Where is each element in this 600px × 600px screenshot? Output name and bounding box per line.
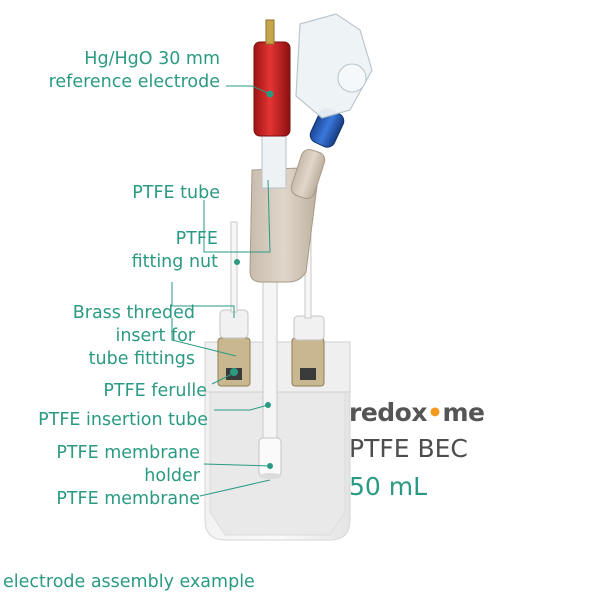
leader-brass-insert bbox=[171, 318, 237, 357]
label-membrane-holder: PTFE membrane holder bbox=[56, 443, 200, 486]
leader-insertion-tube bbox=[214, 404, 269, 411]
leader-dots bbox=[231, 91, 273, 469]
product-name: PTFE BEC bbox=[349, 434, 468, 463]
leader-lines bbox=[171, 85, 271, 497]
product-volume: 50 mL bbox=[349, 472, 428, 501]
label-insertion-tube: PTFE insertion tube bbox=[38, 410, 208, 430]
leader-fitting-nut bbox=[171, 282, 235, 318]
beige-fitting-arm bbox=[290, 149, 326, 199]
label-brass-insert: Brass threded insert for tube fittings bbox=[72, 303, 195, 369]
caption: electrode assembly example bbox=[3, 572, 255, 592]
leader-membrane bbox=[199, 479, 271, 497]
leader-membrane-holder bbox=[203, 463, 271, 467]
label-fitting-nut: PTFE fitting nut bbox=[131, 229, 218, 272]
membrane-holder bbox=[258, 437, 282, 477]
label-ferulle: PTFE ferulle bbox=[103, 381, 207, 401]
fitting-nut-right bbox=[293, 315, 325, 341]
clear-connector-port bbox=[337, 63, 367, 93]
brand-logo: redox•me bbox=[349, 398, 485, 427]
leader-reference bbox=[226, 85, 271, 95]
leader-ferulle bbox=[211, 372, 235, 385]
clear-connector bbox=[295, 13, 373, 119]
leader-ptfe-tube bbox=[203, 179, 271, 253]
label-membrane: PTFE membrane bbox=[56, 489, 200, 509]
ferulle-right bbox=[300, 368, 316, 380]
ptfe-tube-left bbox=[230, 221, 238, 313]
reference-pin bbox=[265, 19, 275, 45]
membrane bbox=[259, 473, 281, 479]
reference-glass bbox=[261, 127, 287, 189]
label-ptfe-tube: PTFE tube bbox=[132, 183, 220, 203]
label-reference-electrode: Hg/HgO 30 mm reference electrode bbox=[48, 49, 220, 92]
